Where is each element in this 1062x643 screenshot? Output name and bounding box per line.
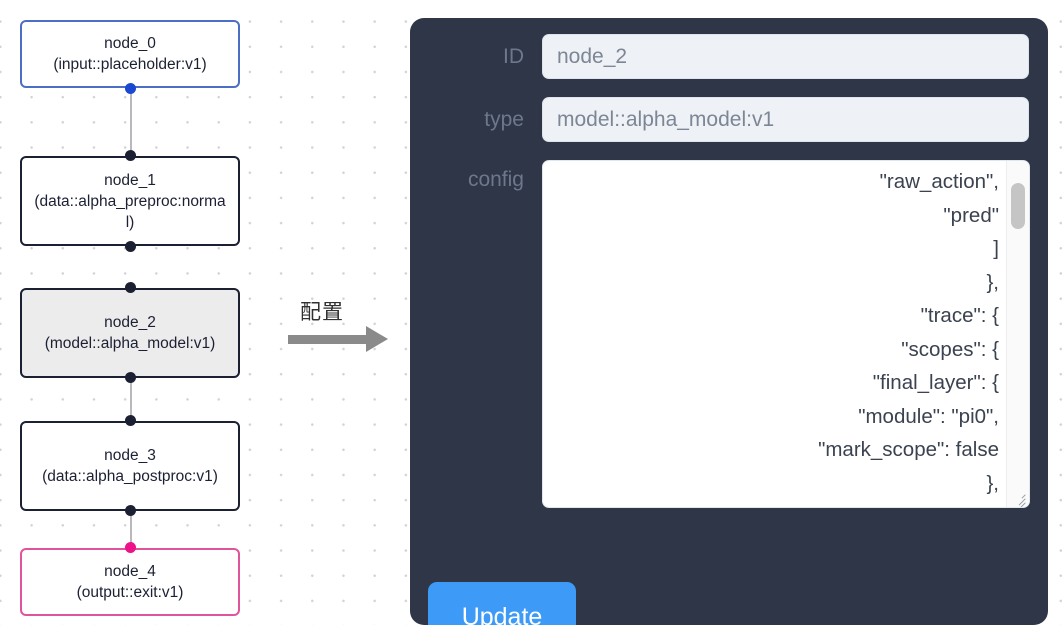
arrow-right-icon xyxy=(288,335,368,344)
node-subtitle-node_4: (output::exit:v1) xyxy=(76,584,184,601)
port-node_1-out[interactable] xyxy=(125,241,136,252)
port-node_1-in[interactable] xyxy=(125,150,136,161)
type-field-label: type xyxy=(484,107,524,131)
arrow-right-head-icon xyxy=(366,326,388,352)
annotation-label: 配置 xyxy=(300,300,344,324)
graph-node-node_2[interactable]: node_2(model::alpha_model:v1) xyxy=(20,288,240,378)
id-field-label: ID xyxy=(503,44,524,68)
node-label-node_0: node_0(input::placeholder:v1) xyxy=(32,33,228,75)
port-node_3-in[interactable] xyxy=(125,415,136,426)
edge-node2-node3 xyxy=(130,378,132,422)
node-title-node_1: node_1 xyxy=(104,171,156,189)
config-field-label: config xyxy=(467,168,524,191)
id-field-row: ID node_2 xyxy=(428,34,1030,79)
node-title-node_0: node_0 xyxy=(104,35,156,52)
id-input[interactable]: node_2 xyxy=(542,34,1029,79)
annotation-group: 配置 xyxy=(286,296,396,366)
edge-node0-node1 xyxy=(130,88,132,160)
config-scrollbar[interactable] xyxy=(1006,161,1029,507)
node-subtitle-node_0: (input::placeholder:v1) xyxy=(53,56,207,73)
config-textarea[interactable]: "raw_action", "pred" ] }, "trace": { "sc… xyxy=(818,170,999,507)
node-title-node_3: node_3 xyxy=(104,447,156,464)
type-field-row: type model::alpha_model:v1 xyxy=(428,97,1030,142)
canvas-bottom-edge xyxy=(0,625,1062,643)
node-subtitle-node_2: (model::alpha_model:v1) xyxy=(44,335,216,352)
node-title-node_4: node_4 xyxy=(104,563,156,580)
port-node_0-out[interactable] xyxy=(125,83,136,94)
node-label-node_2: node_2(model::alpha_model:v1) xyxy=(32,312,228,354)
resize-handle-icon[interactable] xyxy=(1011,490,1027,507)
config-textarea-wrapper[interactable]: "raw_action", "pred" ] }, "trace": { "sc… xyxy=(542,160,1030,508)
graph-node-node_0[interactable]: node_0(input::placeholder:v1) xyxy=(20,20,240,88)
node-inspector-panel: ID node_2 type model::alpha_model:v1 con… xyxy=(410,18,1048,625)
port-node_4-in[interactable] xyxy=(125,542,136,553)
graph-node-node_4[interactable]: node_4(output::exit:v1) xyxy=(20,548,240,616)
port-node_2-in[interactable] xyxy=(125,282,136,293)
node-label-node_4: node_4(output::exit:v1) xyxy=(32,561,228,603)
node-label-node_1: node_1(data::alpha_preproc:normal) xyxy=(32,170,228,233)
node-subtitle-node_3: (data::alpha_postproc:v1) xyxy=(42,468,218,485)
type-input[interactable]: model::alpha_model:v1 xyxy=(542,97,1029,142)
port-node_2-out[interactable] xyxy=(125,372,136,383)
node-title-node_2: node_2 xyxy=(104,314,156,331)
graph-node-node_1[interactable]: node_1(data::alpha_preproc:normal) xyxy=(20,156,240,246)
flow-graph[interactable]: node_0(input::placeholder:v1) node_1(dat… xyxy=(0,0,396,643)
config-field-row: config "raw_action", "pred" ] }, "trace"… xyxy=(428,160,1030,508)
port-node_3-out[interactable] xyxy=(125,505,136,516)
config-scrollbar-thumb[interactable] xyxy=(1011,183,1025,229)
graph-node-node_3[interactable]: node_3(data::alpha_postproc:v1) xyxy=(20,421,240,511)
node-subtitle-node_1: (data::alpha_preproc:normal) xyxy=(34,192,226,231)
edge-node3-node4 xyxy=(130,511,132,548)
node-label-node_3: node_3(data::alpha_postproc:v1) xyxy=(32,445,228,487)
